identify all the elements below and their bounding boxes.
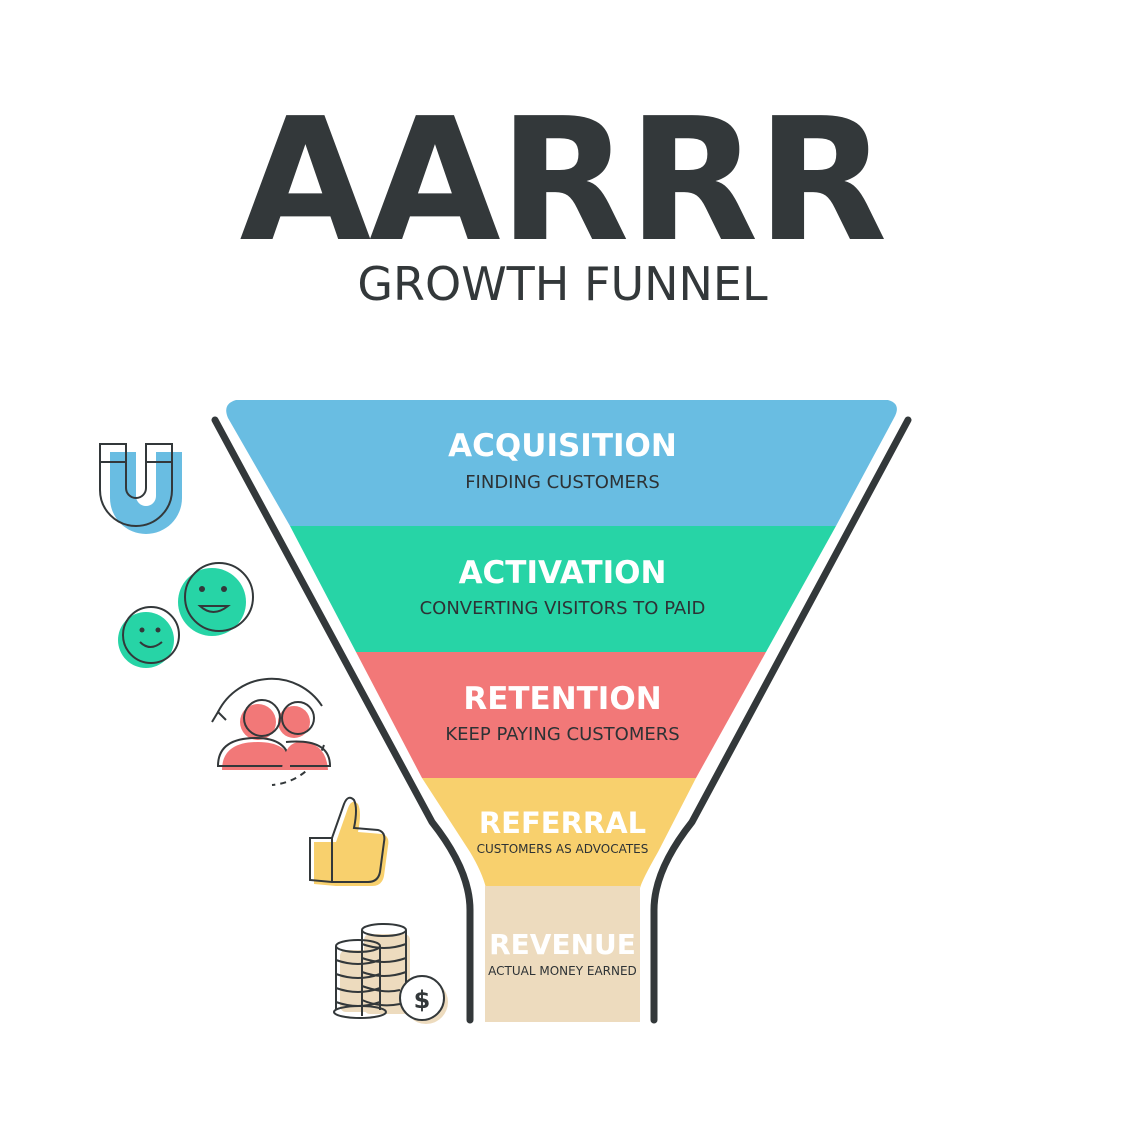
band-retention [356,652,766,778]
band-acquisition [226,400,897,526]
funnel-outline-left [211,416,474,1024]
band-activation [290,526,836,652]
diagram-subtitle: GROWTH FUNNEL [357,257,768,311]
thumbs-up-icon [309,796,389,886]
stage-3-desc: CUSTOMERS AS ADVOCATES [476,842,649,856]
band-revenue [485,886,640,1022]
smiley-faces-icon [118,562,254,668]
magnet-icon [99,443,182,534]
stage-0-desc: FINDING CUSTOMERS [465,472,660,493]
funnel-outline-right [650,416,912,1024]
stage-1-label: ACTIVATION [458,555,667,591]
stage-2-label: RETENTION [463,681,662,717]
band-referral [422,778,696,888]
svg-text:$: $ [414,986,431,1014]
diagram-title: AARRR [239,82,888,280]
stage-3-label: REFERRAL [478,806,647,840]
coins-dollar-icon: $ [333,923,448,1024]
stage-4-label: REVENUE [489,928,636,961]
stage-2-desc: KEEP PAYING CUSTOMERS [445,724,680,745]
stage-1-desc: CONVERTING VISITORS TO PAID [419,598,706,619]
returning-users-icon [211,677,332,786]
stage-4-desc: ACTUAL MONEY EARNED [488,964,637,978]
stage-0-label: ACQUISITION [448,428,677,464]
